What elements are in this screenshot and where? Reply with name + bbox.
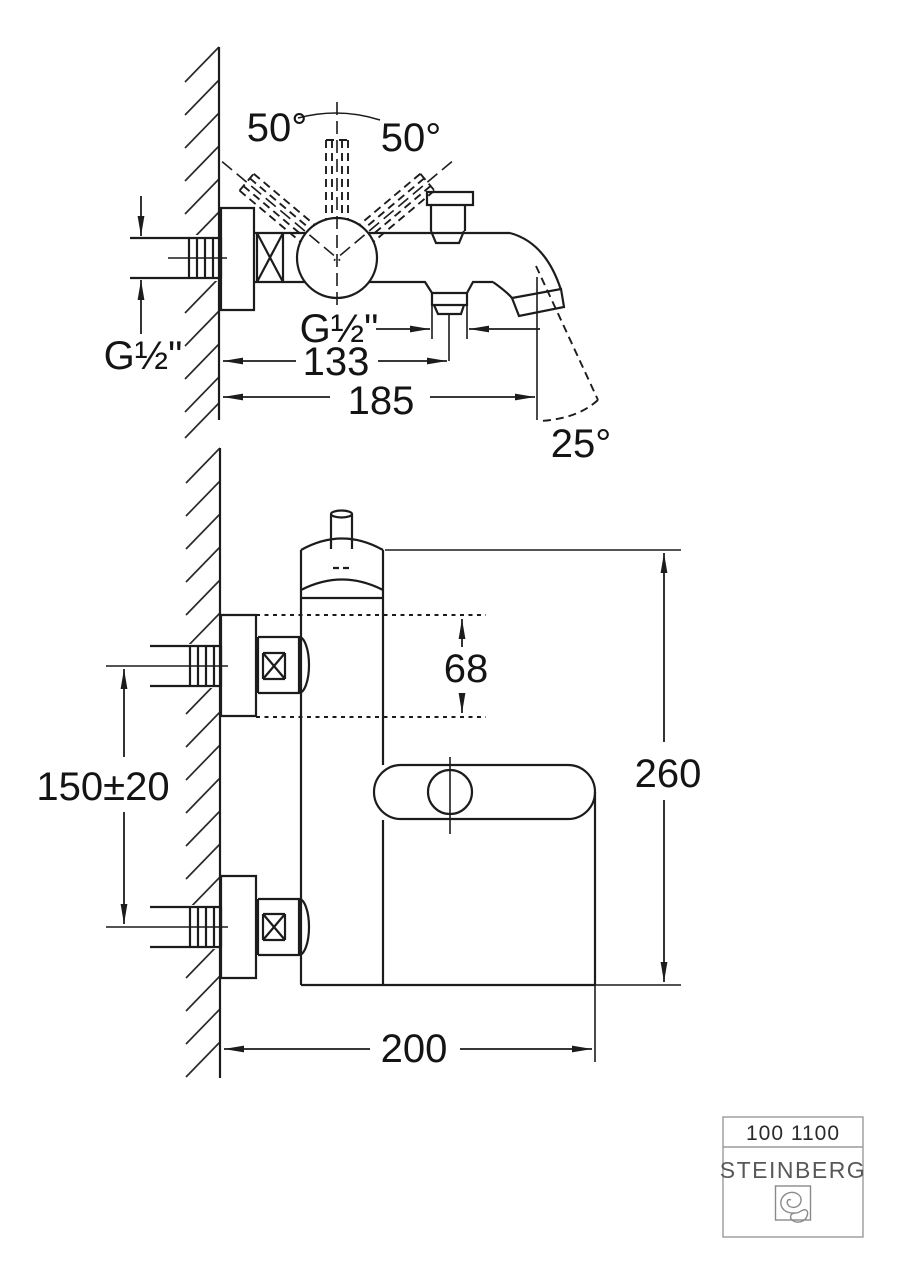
label-angle-right: 50° — [381, 116, 442, 160]
tub-outlet-flange — [430, 280, 493, 307]
label-angle-left: 50° — [247, 106, 308, 150]
outlet-extension-lines — [431, 305, 468, 361]
shower-connector-cylinder — [329, 514, 354, 549]
brand-name: STEINBERG — [720, 1157, 866, 1183]
aerator — [510, 287, 566, 318]
shower-outlet-knob — [425, 190, 475, 245]
title-block-border — [722, 1116, 864, 1238]
spout-outer-curve — [509, 231, 563, 291]
union-nut-lines — [254, 231, 306, 284]
spray-angle-arc — [539, 399, 599, 422]
label-dim-185: 185 — [348, 379, 415, 423]
handle-left-50 — [221, 160, 341, 262]
handle-right-50 — [333, 160, 453, 262]
swivel-arc — [297, 112, 381, 121]
label-wall-thread: G½" — [104, 334, 183, 378]
union-top-x — [261, 651, 287, 681]
cap-seam — [300, 578, 384, 600]
body-bottom-edge — [369, 280, 433, 294]
label-dim-260: 260 — [635, 752, 702, 796]
tub-outlet-taper — [432, 304, 466, 316]
side-view-drawing: 68 150±20 260 200 — [36, 447, 702, 1078]
top-view-drawing: 50° 50° G½" G½" 133 185 25° — [104, 46, 612, 466]
handle-upright — [325, 102, 349, 306]
spout-inner-curve — [492, 281, 513, 299]
label-outlet-thread: G½" — [300, 307, 379, 351]
union-top — [256, 635, 311, 695]
union-bottom — [256, 897, 311, 957]
lever-handle — [372, 763, 597, 821]
cylinder-top-ellipse — [329, 509, 354, 519]
label-dim-133: 133 — [303, 340, 370, 384]
wall-plate — [219, 206, 256, 312]
label-spray-angle: 25° — [551, 422, 612, 466]
title-block: 100 1100 STEINBERG — [720, 1116, 866, 1238]
spray-direction-line — [535, 265, 599, 401]
wall-hatching-side — [185, 447, 221, 1078]
article-number: 100 1100 — [746, 1122, 840, 1145]
body-column — [299, 550, 595, 987]
union-bottom-x — [261, 912, 287, 942]
body-dome — [300, 537, 384, 551]
label-dim-150: 150±20 — [36, 765, 169, 809]
label-dim-68: 68 — [444, 647, 489, 691]
brand-logo-swirl-icon — [780, 1191, 809, 1223]
label-dim-200: 200 — [381, 1027, 448, 1071]
union-nut-box — [255, 232, 285, 283]
